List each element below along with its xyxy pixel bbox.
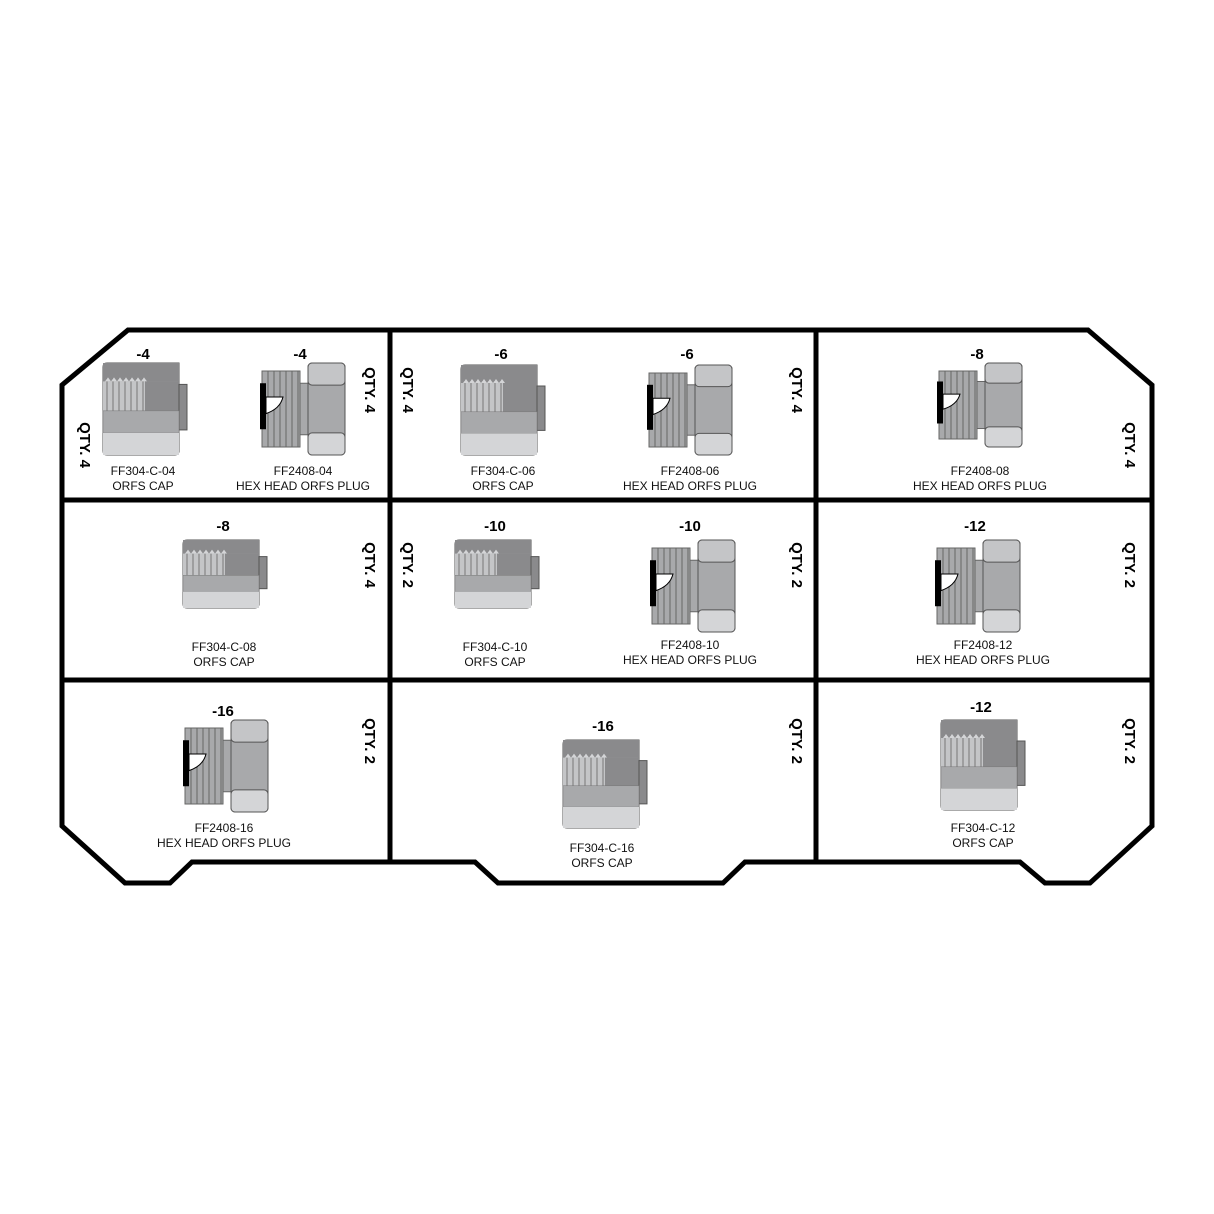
hex-head-plug-icon (647, 364, 733, 456)
part-name: ORFS CAP (952, 836, 1013, 850)
size-label: -12 (970, 699, 992, 716)
part-number: FF304-C-04 (111, 464, 176, 478)
size-label: -12 (964, 518, 986, 535)
part-number: FF304-C-10 (463, 640, 528, 654)
orfs-cap-icon (460, 364, 546, 456)
part-number: FF2408-08 (951, 464, 1010, 478)
part-number: FF304-C-16 (570, 841, 635, 855)
size-label: -10 (484, 518, 506, 535)
quantity-label: QTY. 4 (1121, 422, 1138, 469)
quantity-label: QTY. 4 (76, 422, 93, 469)
quantity-label: QTY. 4 (788, 367, 805, 414)
size-label: -4 (293, 346, 307, 363)
part-name: ORFS CAP (112, 479, 173, 493)
orfs-cap-icon (562, 739, 648, 829)
part-name: HEX HEAD ORFS PLUG (913, 479, 1047, 493)
part-number: FF2408-04 (274, 464, 333, 478)
part-name: HEX HEAD ORFS PLUG (623, 479, 757, 493)
quantity-label: QTY. 4 (361, 367, 378, 414)
part-name: ORFS CAP (193, 655, 254, 669)
part-number: FF304-C-06 (471, 464, 536, 478)
quantity-label: QTY. 2 (361, 718, 378, 764)
hex-head-plug-icon (183, 719, 269, 813)
orfs-cap-icon (940, 719, 1026, 811)
quantity-label: QTY. 2 (399, 542, 416, 588)
hex-head-plug-icon (260, 362, 346, 456)
part-name: HEX HEAD ORFS PLUG (236, 479, 370, 493)
quantity-label: QTY. 2 (1121, 718, 1138, 764)
size-label: -16 (592, 718, 614, 735)
part-number: FF2408-12 (954, 638, 1013, 652)
hex-head-plug-icon (937, 362, 1023, 448)
part-name: ORFS CAP (571, 856, 632, 870)
size-label: -4 (136, 346, 150, 363)
size-label: -16 (212, 703, 234, 720)
part-number: FF2408-10 (661, 638, 720, 652)
part-name: HEX HEAD ORFS PLUG (157, 836, 291, 850)
quantity-label: QTY. 2 (788, 542, 805, 588)
size-label: -10 (679, 518, 701, 535)
part-number: FF2408-06 (661, 464, 720, 478)
quantity-label: QTY. 4 (399, 367, 416, 414)
size-label: -6 (494, 346, 507, 363)
size-label: -6 (680, 346, 693, 363)
part-name: ORFS CAP (472, 479, 533, 493)
orfs-cap-icon (454, 539, 540, 609)
part-number: FF304-C-08 (192, 640, 257, 654)
part-name: HEX HEAD ORFS PLUG (623, 653, 757, 667)
size-label: -8 (216, 518, 229, 535)
hex-head-plug-icon (935, 539, 1021, 633)
part-number: FF2408-16 (195, 821, 254, 835)
hex-head-plug-icon (650, 539, 736, 633)
part-number: FF304-C-12 (951, 821, 1016, 835)
quantity-label: QTY. 4 (361, 542, 378, 589)
part-name: ORFS CAP (464, 655, 525, 669)
size-label: -8 (970, 346, 983, 363)
quantity-label: QTY. 2 (1121, 542, 1138, 588)
orfs-cap-icon (182, 539, 268, 609)
quantity-label: QTY. 2 (788, 718, 805, 764)
orfs-cap-icon (102, 362, 188, 456)
part-name: HEX HEAD ORFS PLUG (916, 653, 1050, 667)
